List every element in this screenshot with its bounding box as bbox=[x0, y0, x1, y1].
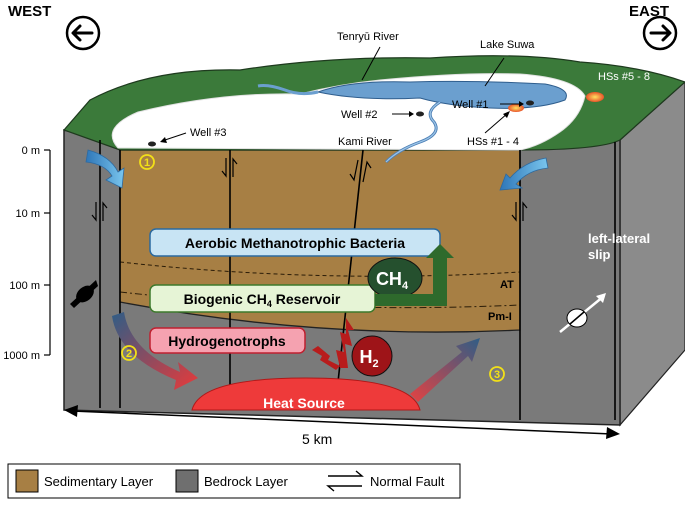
surface-labels: Tenryū River Lake Suwa HSs #5 - 8 Well #… bbox=[160, 31, 650, 148]
h2-lightning-up bbox=[336, 318, 354, 368]
h2-label: H2 bbox=[359, 347, 378, 370]
bedrock-side-face bbox=[619, 81, 685, 427]
svg-text:3: 3 bbox=[494, 369, 500, 381]
tenryu-label: Tenryū River bbox=[337, 31, 399, 43]
hydrogenotrophs-label: Hydrogenotrophs bbox=[168, 333, 286, 349]
lake-label: Lake Suwa bbox=[480, 39, 535, 51]
h2-molecule bbox=[351, 335, 393, 377]
aerobic-bacteria-label: Aerobic Methanotrophic Bacteria bbox=[185, 235, 405, 251]
legend-bedrock: Bedrock Layer bbox=[204, 474, 288, 489]
slip-symbol-east bbox=[559, 293, 606, 333]
normal-fault-icon bbox=[326, 470, 364, 492]
well-3-label: Well #3 bbox=[190, 127, 226, 139]
legend-bedrock-swatch bbox=[175, 469, 199, 493]
inflow-arrow-east bbox=[499, 157, 549, 191]
h2-lightning-left bbox=[312, 346, 340, 370]
svg-text:2: 2 bbox=[126, 348, 132, 360]
hot-springs-5-8-marker bbox=[586, 92, 604, 102]
slip-label-line1: left-lateral bbox=[588, 231, 650, 246]
hss-1-4-label: HSs #1 - 4 bbox=[467, 136, 519, 148]
west-label: WEST bbox=[8, 3, 51, 20]
depth-0: 0 m bbox=[22, 145, 40, 157]
well-1-label: Well #1 bbox=[452, 99, 488, 111]
layer-pml-label: Pm-I bbox=[488, 311, 512, 323]
fault-motion-markers bbox=[91, 157, 528, 222]
marker-1: 1 bbox=[139, 154, 155, 170]
legend-sedimentary-swatch bbox=[15, 469, 39, 493]
legend-sedimentary: Sedimentary Layer bbox=[44, 474, 154, 489]
heat-source bbox=[191, 377, 421, 411]
biogenic-reservoir-label: Biogenic CH4 Reservoir bbox=[184, 291, 341, 309]
scale-label: 5 km bbox=[302, 431, 332, 447]
ch4-label: CH4 bbox=[376, 269, 409, 292]
compass-east: EAST bbox=[629, 3, 678, 51]
depth-100: 100 m bbox=[9, 280, 40, 292]
ch4-upward-arrow bbox=[375, 244, 454, 306]
faults bbox=[99, 140, 616, 420]
depth-1000: 1000 m bbox=[3, 350, 40, 362]
depth-10: 10 m bbox=[16, 208, 40, 220]
slip-symbol-west bbox=[70, 280, 98, 308]
well-3-marker bbox=[148, 141, 156, 147]
legend: Sedimentary Layer Bedrock Layer Normal F… bbox=[7, 463, 461, 499]
legend-fault: Normal Fault bbox=[370, 474, 445, 489]
horizontal-scale: 5 km bbox=[64, 405, 620, 447]
marker-2: 2 bbox=[121, 345, 137, 361]
hydrogenotrophs-box bbox=[149, 327, 306, 354]
lake-suwa bbox=[316, 80, 567, 109]
aerobic-bacteria-box bbox=[149, 228, 441, 257]
layer-at-label: AT bbox=[500, 279, 514, 291]
heat-source-label: Heat Source bbox=[263, 395, 345, 411]
layer-boundary-at bbox=[119, 261, 521, 277]
svg-text:1: 1 bbox=[144, 157, 150, 169]
kami-label: Kami River bbox=[338, 136, 392, 148]
hss-5-8-label: HSs #5 - 8 bbox=[598, 71, 650, 83]
slip-label-line2: slip bbox=[588, 247, 610, 262]
depth-scale: 0 m 10 m 100 m 1000 m bbox=[3, 145, 51, 362]
upflow-arrow bbox=[410, 338, 480, 402]
well-1-marker bbox=[526, 100, 534, 106]
inflow-arrow-west bbox=[85, 149, 125, 189]
marker-3: 3 bbox=[489, 366, 505, 382]
well-2-marker bbox=[416, 111, 424, 117]
downflow-arrow bbox=[112, 312, 198, 390]
tenryu-river bbox=[257, 84, 319, 96]
well-2-label: Well #2 bbox=[341, 109, 377, 121]
east-label: EAST bbox=[629, 3, 669, 20]
compass-west: WEST bbox=[8, 3, 101, 51]
